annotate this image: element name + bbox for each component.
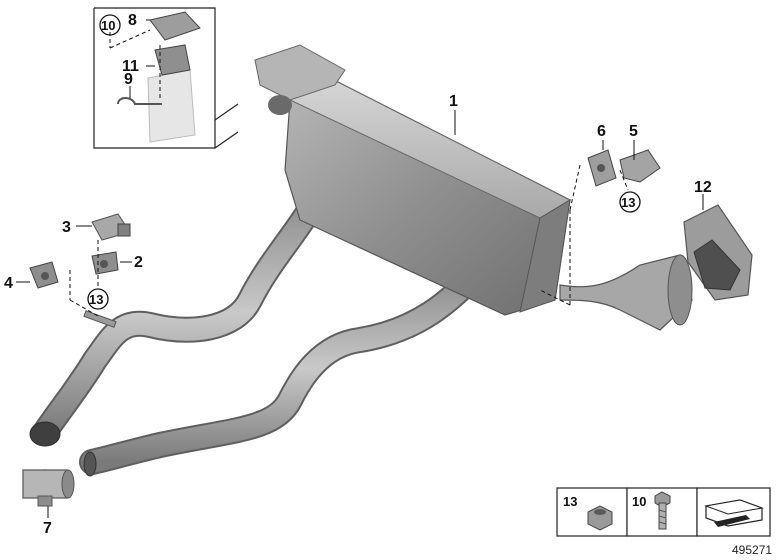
hanger-pin	[83, 310, 117, 328]
callout-11: 11	[122, 58, 139, 75]
callout-13a: 13	[89, 292, 103, 307]
callout-2: 2	[134, 254, 143, 271]
left-pipe	[29, 182, 331, 447]
callout-12: 12	[694, 179, 712, 196]
pipe-clamp	[22, 469, 75, 507]
callout-labels: 1 2 3 4 5 6 7 8 9 11 12 10 13 13	[4, 12, 712, 537]
leader-lines	[16, 19, 704, 518]
bracket-5	[619, 149, 661, 183]
bolt-icon	[654, 491, 671, 530]
tailpipe-outlet	[559, 254, 693, 331]
legend-bolt-label: 10	[632, 494, 646, 509]
callout-5: 5	[629, 123, 638, 140]
callout-13b-circle	[619, 191, 641, 213]
bracket-6	[587, 149, 617, 187]
callout-13b: 13	[621, 195, 635, 210]
callout-4: 4	[4, 275, 13, 292]
callout-6: 6	[597, 123, 606, 140]
callout-10: 10	[101, 18, 115, 33]
callout-9: 9	[124, 71, 133, 88]
callout-7: 7	[43, 520, 52, 537]
right-pipe	[79, 262, 488, 477]
callout-10-circle	[99, 14, 121, 36]
callout-1: 1	[449, 93, 458, 110]
legend-panel: 13 10	[556, 487, 771, 537]
reference-number: 495271	[732, 543, 772, 557]
tailpipe-trim-cover	[683, 204, 753, 301]
rubber-mount-2	[91, 251, 119, 275]
detail-inset	[93, 7, 239, 149]
rear-muffler	[254, 44, 572, 316]
callout-13a-circle	[87, 288, 109, 310]
hanger-bracket-3	[91, 213, 131, 241]
legend-nut-label: 13	[563, 494, 577, 509]
callout-3: 3	[62, 219, 71, 236]
hanger-4	[29, 261, 59, 289]
nut-icon	[587, 505, 613, 531]
callout-8: 8	[128, 12, 137, 29]
tool-icon	[704, 499, 764, 527]
